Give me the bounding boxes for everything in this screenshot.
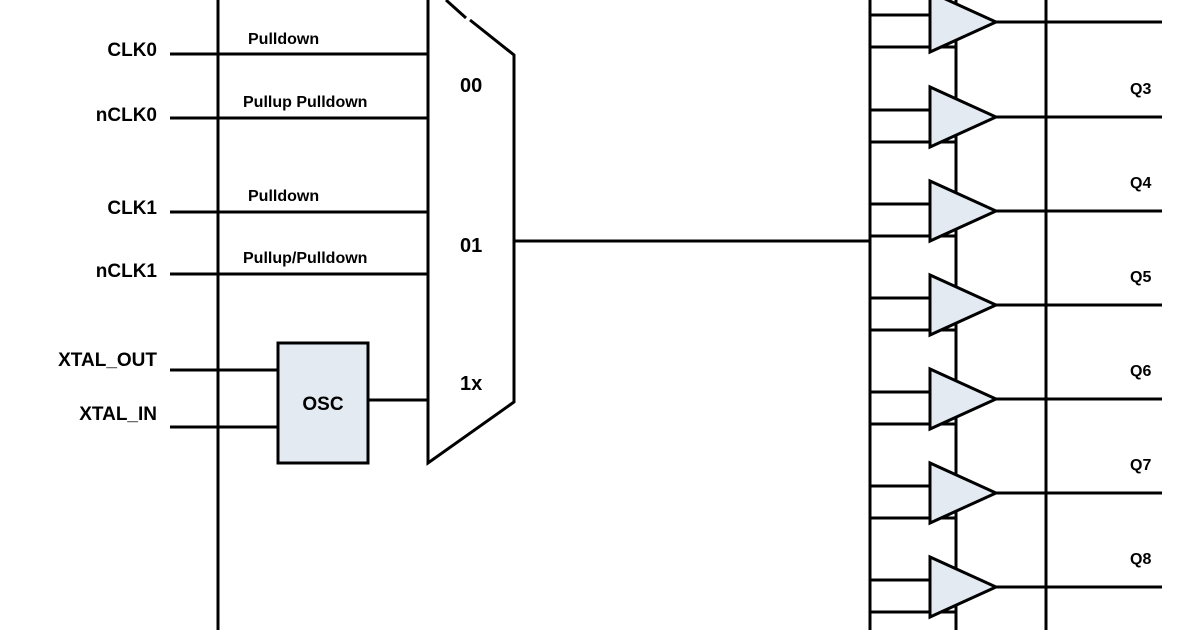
output-buffer <box>928 178 1000 244</box>
output-label: Q8 <box>1130 551 1151 568</box>
output-label: Q6 <box>1130 363 1151 380</box>
mux-block <box>426 0 516 466</box>
mux-top-stub <box>444 0 468 20</box>
mux-sel-1x-label: 1x <box>460 373 482 395</box>
output-buffer <box>928 0 1000 55</box>
output-label: Q4 <box>1130 175 1151 192</box>
output-label: Q7 <box>1130 457 1151 474</box>
clk1-resistor-label: Pulldown <box>248 188 319 205</box>
xtal-out-label: XTAL_OUT <box>58 350 157 371</box>
output-label: Q5 <box>1130 269 1151 286</box>
nclk0-resistor-label: Pullup Pulldown <box>243 94 367 111</box>
osc-label: OSC <box>302 394 343 415</box>
xtal-in-label: XTAL_IN <box>79 404 157 425</box>
output-buffer <box>928 272 1000 338</box>
output-label: Q3 <box>1130 81 1151 98</box>
clk0-label: CLK0 <box>107 40 157 61</box>
osc-block <box>276 341 370 465</box>
clk0-resistor-label: Pulldown <box>248 31 319 48</box>
output-buffer <box>928 554 1000 620</box>
output-buffer <box>928 84 1000 150</box>
output-buffer <box>928 366 1000 432</box>
nclk1-label: nCLK1 <box>96 261 158 282</box>
mux-sel-01-label: 01 <box>460 235 482 257</box>
nclk1-resistor-label: Pullup/Pulldown <box>243 250 367 267</box>
mux-sel-00-label: 00 <box>460 75 482 97</box>
output-buffer <box>928 460 1000 526</box>
clk1-label: CLK1 <box>107 198 157 219</box>
nclk0-label: nCLK0 <box>96 105 157 126</box>
